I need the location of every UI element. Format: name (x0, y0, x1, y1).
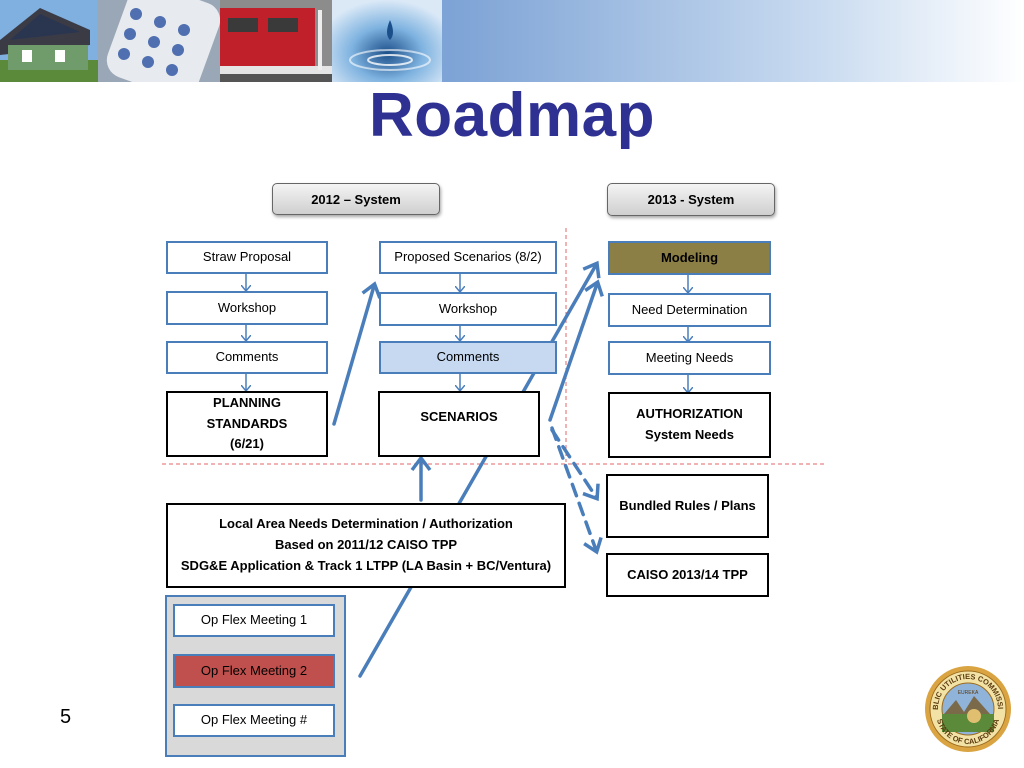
straw-proposal-box: Straw Proposal (166, 241, 328, 274)
seal-motto: EUREKA (958, 690, 979, 696)
water-drop-photo (332, 0, 442, 82)
header-banner (0, 0, 1024, 82)
opflex-to-modeling-arrow (358, 260, 601, 678)
cpuc-seal: PUBLIC UTILITIES COMMISSION STATE OF CAL… (921, 657, 1012, 754)
opflex-meeting-n: Op Flex Meeting # (173, 704, 335, 737)
comments-box-2: Comments (379, 341, 557, 374)
bundled-rules-box: Bundled Rules / Plans (606, 474, 769, 538)
local-area-line-2: Based on 2011/12 CAISO TPP (274, 537, 458, 553)
planning-standards-box: PLANNING STANDARDS (6/21) (166, 391, 328, 457)
modeling-box: Modeling (608, 241, 771, 275)
opflex-meeting-1: Op Flex Meeting 1 (173, 604, 335, 637)
phone-keypad-photo (98, 0, 220, 82)
workshop-box-2: Workshop (379, 292, 557, 326)
house-solar-photo (0, 0, 98, 82)
opflex-meeting-2: Op Flex Meeting 2 (173, 654, 335, 688)
caiso-tpp-box: CAISO 2013/14 TPP (606, 553, 769, 597)
header-2012-system: 2012 – System (272, 183, 440, 215)
local-area-line-3: SDG&E Application & Track 1 LTPP (LA Bas… (180, 557, 552, 573)
authorization-subtitle: System Needs (645, 427, 734, 442)
local-area-needs-box: Local Area Needs Determination / Authori… (166, 503, 566, 588)
workshop-box-1: Workshop (166, 291, 328, 325)
planning-to-proposed-arrow (332, 281, 382, 426)
scenarios-to-modeling-arrow (548, 279, 604, 422)
proposed-scenarios-box: Proposed Scenarios (8/2) (379, 241, 557, 274)
scenarios-to-bundled-arrow (550, 428, 600, 502)
scenarios-to-caiso-arrow (550, 426, 603, 555)
comments-box-1: Comments (166, 341, 328, 374)
page-title: Roadmap (369, 81, 655, 150)
local-area-line-1: Local Area Needs Determination / Authori… (219, 516, 513, 532)
need-determination-box: Need Determination (608, 293, 771, 327)
train-photo (220, 0, 332, 82)
scenarios-box: SCENARIOS (378, 391, 540, 457)
authorization-box: AUTHORIZATION System Needs (608, 392, 771, 458)
header-2013-system: 2013 - System (607, 183, 775, 216)
page-number: 5 (60, 706, 72, 728)
meeting-needs-box: Meeting Needs (608, 341, 771, 375)
authorization-title: AUTHORIZATION (636, 406, 743, 422)
